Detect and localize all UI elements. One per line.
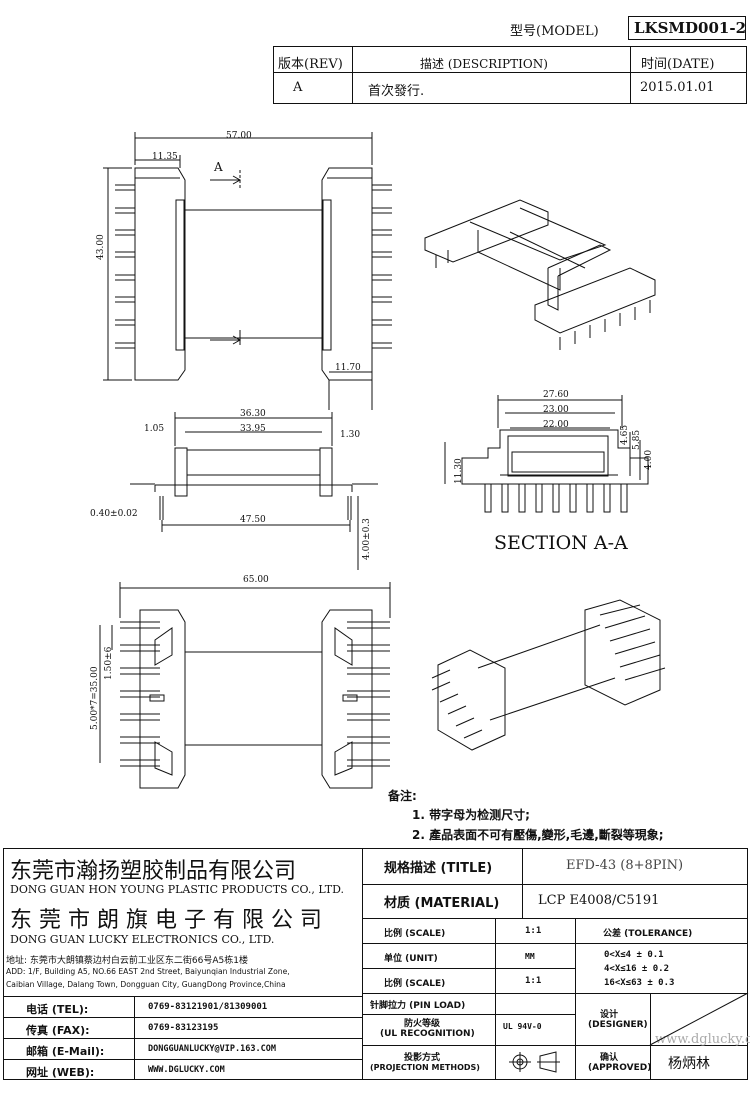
note-line-2: 2. 產品表面不可有壓傷,變形,毛邊,斷裂等現象; bbox=[412, 828, 664, 842]
dim-K: 47.50 bbox=[240, 515, 266, 525]
side-view bbox=[130, 412, 378, 570]
scale-value: 1:1 bbox=[525, 926, 542, 936]
address-cn: 地址: 东莞市大朗镇蔡边村白云前工业区东二街66号A5栋1楼 bbox=[6, 956, 248, 966]
tolerance-1: 0<X≤4 ± 0.1 bbox=[604, 950, 664, 960]
notes-title: 备注: bbox=[388, 789, 417, 803]
dim-M: 65.00 bbox=[243, 575, 269, 585]
tolerance-label: 公差 (TOLERANCE) bbox=[603, 929, 693, 939]
section-arrow-label: A bbox=[214, 160, 223, 174]
dim-G: 33.95 bbox=[240, 424, 266, 434]
note-line-1: 1. 带字母为检测尺寸; bbox=[412, 808, 530, 822]
scale2-label: 比例 (SCALE) bbox=[384, 979, 446, 989]
dim-B: 11.35 bbox=[152, 152, 178, 162]
web-value: WWW.DGLUCKY.COM bbox=[148, 1065, 225, 1075]
company-name-1-en: DONG GUAN HON YOUNG PLASTIC PRODUCTS CO.… bbox=[10, 883, 345, 896]
rev-label: 版本(REV) bbox=[278, 57, 343, 72]
material-value: LCP E4008/C5191 bbox=[538, 893, 660, 908]
revision-table bbox=[273, 46, 747, 104]
dim-E: 36.30 bbox=[240, 409, 266, 419]
model-label: 型号(MODEL) bbox=[510, 24, 599, 39]
tel-value: 0769-83121901/81309001 bbox=[148, 1002, 268, 1012]
top-view bbox=[103, 132, 392, 410]
model-box bbox=[628, 16, 746, 40]
company-name-2-cn: 东 莞 市 朗 旗 电 子 有 限 公 司 bbox=[10, 908, 322, 933]
mail-value: DONGGUANLUCKY@VIP.163.COM bbox=[148, 1044, 276, 1054]
dim-H: 1.30 bbox=[340, 430, 361, 440]
scale2-value: 1:1 bbox=[525, 976, 542, 986]
dim-A: 57.00 bbox=[226, 131, 252, 141]
approved-value: 杨炳林 bbox=[668, 1056, 710, 1072]
tel-label: 电话 (TEL): bbox=[26, 1003, 89, 1016]
material-label: 材质 (MATERIAL) bbox=[384, 896, 500, 911]
approved-label-1: 确认 bbox=[600, 1053, 619, 1063]
rev-value: A bbox=[293, 80, 303, 95]
approved-label-2: (APPROVED) bbox=[588, 1063, 652, 1073]
ul-label-2: (UL RECOGNITION) bbox=[380, 1029, 475, 1039]
company-name-2-en: DONG GUAN LUCKY ELECTRONICS CO., LTD. bbox=[10, 933, 275, 946]
address-en-1: ADD: 1/F, Building A5, NO.66 EAST 2nd St… bbox=[6, 967, 290, 976]
title-block bbox=[3, 848, 748, 1080]
title-label: 规格描述 (TITLE) bbox=[384, 861, 493, 876]
tolerance-2: 4<X≤16 ± 0.2 bbox=[604, 964, 670, 974]
pin-load-label: 针脚拉力 (PIN LOAD) bbox=[370, 1001, 466, 1011]
fax-label: 传真 (FAX): bbox=[26, 1024, 90, 1037]
fax-value: 0769-83123195 bbox=[148, 1023, 219, 1033]
bottom-view bbox=[99, 582, 391, 789]
isometric-view-top bbox=[424, 199, 656, 350]
designer-label-2: (DESIGNER) bbox=[588, 1020, 648, 1030]
section-view bbox=[444, 395, 649, 513]
ul-label-1: 防火等级 bbox=[404, 1019, 441, 1029]
section-title: SECTION A-A bbox=[494, 532, 628, 554]
tolerance-3: 16<X≤63 ± 0.3 bbox=[604, 978, 675, 988]
unit-label: 单位 (UNIT) bbox=[384, 954, 438, 964]
dim-S: 22.00 bbox=[543, 420, 569, 430]
date-label: 时间(DATE) bbox=[641, 57, 715, 72]
scale-label: 比例 (SCALE) bbox=[384, 929, 446, 939]
desc-value: 首次發行. bbox=[368, 84, 425, 99]
isometric-view-bottom bbox=[431, 599, 666, 751]
model-value: LKSMD001-2 bbox=[634, 19, 747, 37]
designer-label-1: 设计 bbox=[600, 1010, 619, 1020]
dim-O: 27.60 bbox=[543, 390, 569, 400]
web-label: 网址 (WEB): bbox=[26, 1066, 95, 1079]
projection-label-2: (PROJECTION METHODS) bbox=[370, 1063, 480, 1072]
dim-I: 0.40±0.02 bbox=[90, 509, 138, 519]
desc-label: 描述 (DESCRIPTION) bbox=[420, 57, 548, 71]
company-name-1-cn: 东莞市瀚扬塑胶制品有限公司 bbox=[10, 859, 297, 884]
dim-F: 1.05 bbox=[144, 424, 165, 434]
ul-value: UL 94V-0 bbox=[503, 1022, 542, 1031]
date-value: 2015.01.01 bbox=[640, 80, 715, 95]
projection-label-1: 投影方式 bbox=[404, 1053, 441, 1063]
dim-R: 23.00 bbox=[543, 405, 569, 415]
mail-label: 邮箱 (E-Mail): bbox=[26, 1045, 105, 1058]
dim-D: 11.70 bbox=[335, 363, 361, 373]
title-value: EFD-43 (8+8PIN) bbox=[566, 858, 684, 873]
address-en-2: Caibian Village, Dalang Town, Dongguan C… bbox=[6, 980, 286, 989]
watermark: www.dglucky.com bbox=[655, 1032, 750, 1047]
unit-value: MM bbox=[525, 952, 535, 961]
